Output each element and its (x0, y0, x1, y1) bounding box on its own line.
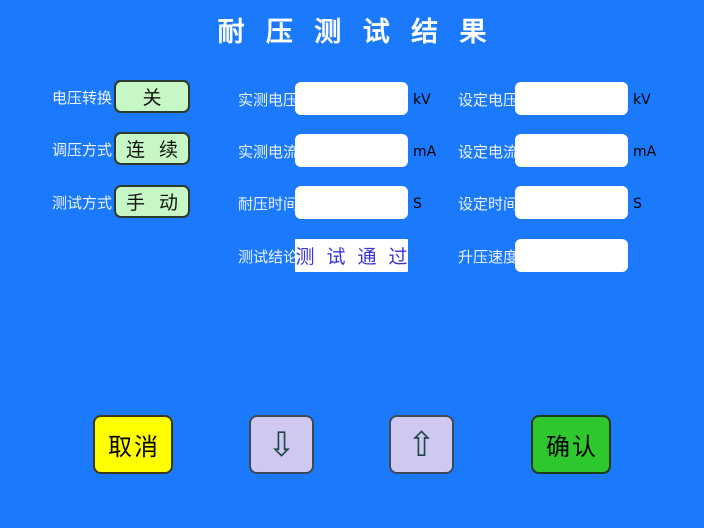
set-voltage-field[interactable] (515, 82, 628, 115)
ramp-rate-field[interactable] (515, 239, 628, 272)
test-conclusion-field: 测 试 通 过 (295, 239, 408, 272)
label-regulation-mode: 调压方式 (52, 141, 113, 159)
label-set-voltage: 设定电压 (458, 91, 519, 109)
voltage-conversion-value: 关 (142, 87, 166, 109)
test-conclusion-value: 测 试 通 过 (295, 246, 411, 268)
label-withstand-time: 耐压时间 (238, 195, 299, 213)
page-title: 耐 压 测 试 结 果 (217, 17, 493, 48)
label-measured-voltage: 实测电压 (238, 91, 299, 109)
unit-set-voltage: kV (633, 92, 651, 108)
arrow-up-icon: ⇧ (407, 424, 436, 465)
unit-set-current: mA (633, 144, 657, 160)
unit-withstand-time: S (413, 196, 422, 212)
arrow-down-icon: ⇩ (267, 424, 296, 465)
voltage-conversion-button[interactable]: 关 (114, 80, 190, 113)
label-test-mode: 测试方式 (52, 194, 113, 212)
measured-current-field[interactable] (295, 134, 408, 167)
set-time-field[interactable] (515, 186, 628, 219)
unit-set-time: S (633, 196, 642, 212)
label-test-conclusion: 测试结论 (238, 248, 299, 266)
scroll-down-button[interactable]: ⇩ (249, 415, 314, 474)
label-measured-current: 实测电流 (238, 143, 299, 161)
set-current-field[interactable] (515, 134, 628, 167)
label-ramp-rate: 升压速度 (458, 248, 519, 266)
label-set-current: 设定电流 (458, 143, 519, 161)
unit-measured-current: mA (413, 144, 437, 160)
confirm-button-label: 确认 (546, 433, 598, 461)
regulation-mode-value: 连 续 (125, 139, 183, 161)
cancel-button[interactable]: 取消 (93, 415, 173, 474)
cancel-button-label: 取消 (108, 433, 160, 461)
test-mode-value: 手 动 (125, 192, 183, 214)
measured-voltage-field[interactable] (295, 82, 408, 115)
withstand-time-field[interactable] (295, 186, 408, 219)
label-voltage-conversion: 电压转换 (52, 89, 113, 107)
confirm-button[interactable]: 确认 (531, 415, 611, 474)
label-set-time: 设定时间 (458, 195, 519, 213)
scroll-up-button[interactable]: ⇧ (389, 415, 454, 474)
test-mode-button[interactable]: 手 动 (114, 185, 190, 218)
unit-measured-voltage: kV (413, 92, 431, 108)
regulation-mode-button[interactable]: 连 续 (114, 132, 190, 165)
